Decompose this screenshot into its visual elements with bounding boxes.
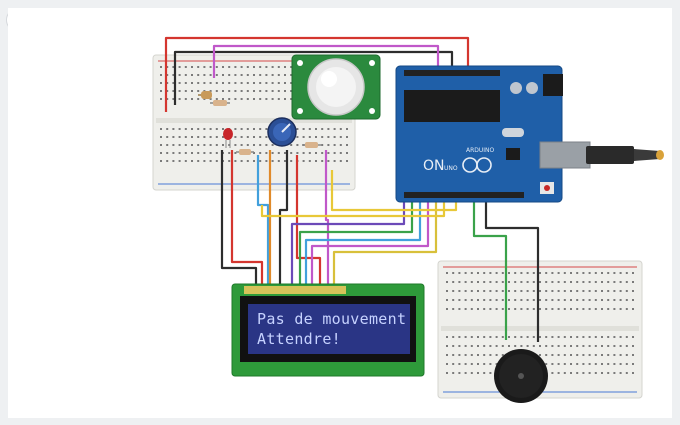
resistor[interactable] bbox=[210, 100, 230, 106]
red-led[interactable] bbox=[223, 128, 233, 148]
arduino-brand-label: ON bbox=[423, 158, 445, 174]
wire-red-lcd bbox=[230, 150, 264, 286]
wire-magenta-ard bbox=[310, 200, 430, 286]
breadboard-bottom[interactable] bbox=[437, 260, 643, 399]
arduino-model-label: UNO bbox=[444, 165, 458, 172]
potentiometer[interactable] bbox=[267, 117, 297, 147]
piezo-buzzer[interactable] bbox=[494, 349, 548, 403]
lcd-display[interactable]: Pas de mouvement Attendre! bbox=[231, 283, 425, 377]
arduino-logo: ARDUINO bbox=[462, 147, 495, 173]
lcd-screen bbox=[248, 304, 410, 354]
wire-black-lcd bbox=[220, 150, 258, 286]
wire-yellow-ard bbox=[332, 200, 438, 286]
wire-magenta-top bbox=[212, 44, 440, 78]
wire-purple-ard bbox=[290, 200, 406, 286]
lcd-pin-header bbox=[244, 286, 346, 294]
usb-cable bbox=[586, 146, 634, 164]
wire-red-lcd-2 bbox=[295, 155, 322, 286]
wire-black-top bbox=[173, 50, 454, 105]
wire-black-lcd-2 bbox=[278, 150, 289, 286]
wire-yellow-bb bbox=[330, 170, 458, 212]
arduino-maker-label: ARDUINO bbox=[466, 147, 495, 154]
photoresistor[interactable] bbox=[198, 91, 212, 99]
pir-sensor[interactable] bbox=[291, 54, 381, 120]
wire-yellow-ard-2 bbox=[260, 200, 446, 218]
usb-cable-tail bbox=[634, 149, 660, 161]
resistor-3[interactable] bbox=[302, 142, 322, 148]
lcd-line-1: Pas de mouvement bbox=[257, 310, 406, 328]
wire-green-buzzer bbox=[472, 200, 508, 340]
arduino-board[interactable]: ARDUINO ON UNO bbox=[395, 65, 664, 203]
wire-red-top bbox=[164, 36, 470, 112]
wire-magenta-lcd bbox=[324, 150, 330, 286]
wires bbox=[164, 36, 540, 342]
wire-black-buzzer bbox=[484, 200, 540, 342]
resistor-2[interactable] bbox=[236, 149, 254, 155]
wire-blue-ard bbox=[304, 200, 422, 286]
lcd-line-2: Attendre! bbox=[257, 330, 341, 348]
